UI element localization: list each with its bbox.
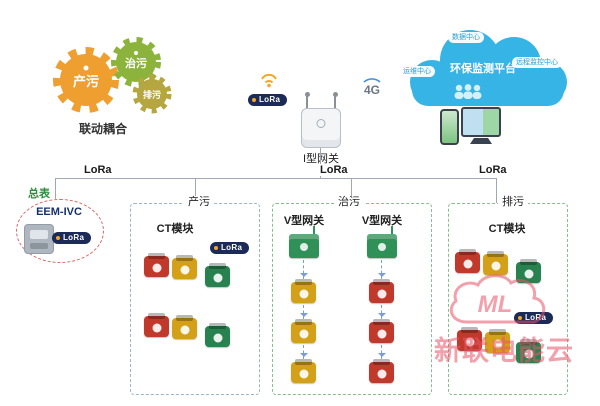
connector-line bbox=[195, 178, 196, 203]
main-meter-group-outline bbox=[16, 199, 104, 263]
produce-ct-module-label: CT模块 bbox=[156, 223, 194, 235]
wifi-icon bbox=[261, 73, 277, 88]
ct-module-icon bbox=[172, 315, 197, 339]
produce-gear-icon: 产污 bbox=[53, 47, 119, 113]
v-gateway-device-icon bbox=[289, 226, 319, 258]
main-meter-title: 总表 bbox=[28, 188, 50, 200]
ct-module-icon bbox=[291, 279, 316, 303]
connector-line bbox=[351, 178, 352, 203]
ct-module-icon bbox=[455, 249, 480, 273]
down-arrow bbox=[378, 345, 386, 359]
ct-module-icon bbox=[144, 313, 169, 337]
ct-module-icon bbox=[457, 327, 482, 351]
users-icon bbox=[454, 84, 482, 99]
v-gateway-right-label: V型网关 bbox=[361, 215, 403, 227]
monitor-icon bbox=[461, 107, 501, 137]
4g-label: 4G bbox=[364, 83, 380, 97]
4g-signal-icon: 4G bbox=[363, 78, 381, 97]
discharge-lora-badge: LoRa bbox=[514, 312, 554, 324]
gateway-body bbox=[301, 108, 341, 148]
down-arrow bbox=[378, 305, 386, 319]
down-arrow bbox=[300, 305, 308, 319]
bus-lora-right-label: LoRa bbox=[477, 164, 509, 176]
v-gateway-device-icon bbox=[367, 226, 397, 258]
v-gateway-left-label: V型网关 bbox=[283, 215, 325, 227]
discharge-box-title: 排污 bbox=[498, 196, 528, 209]
ct-module-icon bbox=[369, 279, 394, 303]
produce-gear-label: 产污 bbox=[73, 74, 99, 89]
gateway-antenna-icon bbox=[304, 92, 310, 110]
cloud-remote-center-chip: 远程监控中心 bbox=[512, 57, 562, 68]
down-arrow bbox=[300, 260, 308, 279]
bus-lora-left-label: LoRa bbox=[82, 164, 114, 176]
produce-lora-badge: LoRa bbox=[210, 242, 250, 254]
gateway-lora-badge: LoRa bbox=[248, 94, 288, 106]
connector-line bbox=[55, 178, 56, 199]
ct-module-icon bbox=[369, 359, 394, 383]
produce-box-title: 产污 bbox=[184, 196, 214, 209]
ct-module-icon bbox=[516, 259, 541, 283]
energy-meter-icon bbox=[24, 224, 54, 254]
discharge-gear-icon: 排污 bbox=[132, 74, 172, 114]
ct-module-icon bbox=[144, 253, 169, 277]
ct-module-icon bbox=[205, 263, 230, 287]
gateway-label: I型网关 bbox=[302, 153, 340, 165]
meter-model-label: EEM-IVC bbox=[36, 206, 82, 218]
linkage-caption: 联动耦合 bbox=[78, 122, 127, 136]
connector-line bbox=[320, 148, 321, 178]
connector-line bbox=[496, 178, 497, 203]
meter-lora-badge: LoRa bbox=[52, 232, 92, 244]
treat-box-title: 治污 bbox=[334, 196, 364, 209]
cloud-platform-title: 环保监测平台 bbox=[450, 63, 516, 75]
cloud-ops-center-chip: 运维中心 bbox=[399, 66, 435, 77]
treat-gear-icon: 治污 bbox=[111, 37, 161, 87]
treat-gear-label: 治污 bbox=[125, 56, 147, 70]
bus-lora-center-label: LoRa bbox=[318, 164, 350, 176]
smartphone-icon bbox=[440, 109, 459, 145]
ct-module-icon bbox=[291, 319, 316, 343]
discharge-ct-module-label: CT模块 bbox=[488, 223, 526, 235]
cloud-data-center-chip: 数据中心 bbox=[448, 32, 484, 43]
ct-module-icon bbox=[516, 339, 541, 363]
ct-module-icon bbox=[291, 359, 316, 383]
discharge-gear-label: 排污 bbox=[143, 89, 161, 100]
ct-module-icon bbox=[369, 319, 394, 343]
bus-line bbox=[55, 178, 497, 179]
ct-module-icon bbox=[483, 251, 508, 275]
linkage-gears-icon: 产污 治污 排污 bbox=[53, 37, 172, 114]
gateway-device-icon bbox=[299, 92, 343, 148]
down-arrow bbox=[378, 260, 386, 279]
ct-module-icon bbox=[172, 255, 197, 279]
gateway-antenna-icon bbox=[332, 92, 338, 110]
ct-module-icon bbox=[485, 329, 510, 353]
down-arrow bbox=[300, 345, 308, 359]
ct-module-icon bbox=[205, 323, 230, 347]
